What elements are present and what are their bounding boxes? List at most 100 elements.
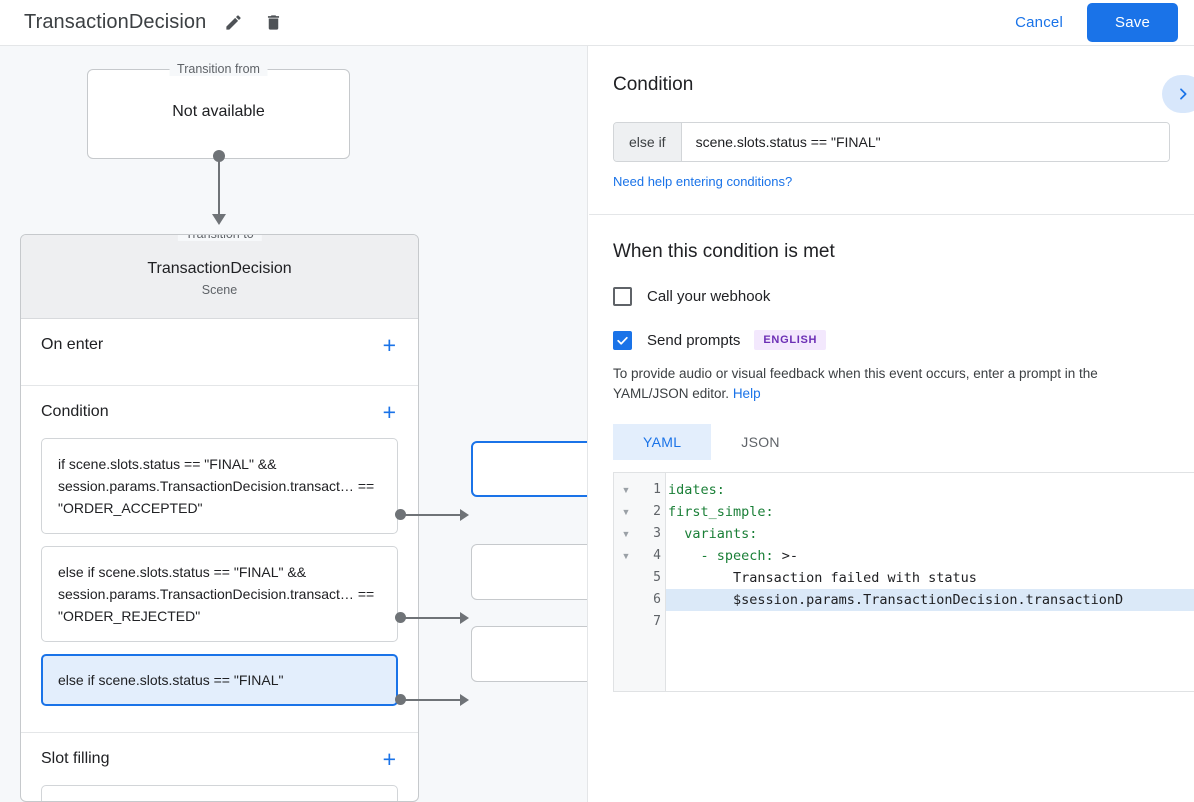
connector-arrow-2 (460, 612, 469, 624)
when-met-title: When this condition is met (613, 241, 835, 262)
connector-dot-3 (395, 694, 406, 705)
cancel-button[interactable]: Cancel (1001, 5, 1077, 40)
condition-help-link[interactable]: Need help entering conditions? (613, 174, 793, 189)
language-badge: ENGLISH (754, 330, 827, 350)
prompts-description-text: To provide audio or visual feedback when… (613, 366, 1098, 401)
condition-card-text: else if scene.slots.status == "FINAL" (58, 672, 284, 688)
transition-to-legend: Transition to (177, 235, 262, 241)
expand-panel-button[interactable] (1162, 75, 1194, 113)
connector-line-3 (404, 699, 462, 701)
fold-toggle-icon[interactable]: ▼ (621, 529, 631, 539)
tab-json[interactable]: JSON (741, 434, 780, 450)
scene-card-header: Transition to TransactionDecision Scene (21, 235, 418, 319)
transition-from-value: Not available (172, 103, 265, 120)
code-line-highlighted: $session.params.TransactionDecision.tran… (666, 589, 1194, 611)
page-title: TransactionDecision (24, 11, 207, 33)
prompts-help-link[interactable]: Help (732, 386, 761, 401)
code-token-rest: $session.params.TransactionDecision.tran… (668, 592, 1124, 608)
header-icon-group (222, 12, 284, 34)
add-slot-filling-button[interactable]: + (382, 745, 396, 772)
condition-top-section: Condition else if Need help entering con… (589, 46, 1194, 191)
add-on-enter-button[interactable]: + (382, 331, 396, 358)
line-number: 2 (653, 504, 661, 519)
code-token-rest: >- (773, 548, 799, 564)
chevron-right-icon (1180, 88, 1187, 100)
code-line: - speech: >- (666, 545, 1194, 567)
fold-toggle-spacer (614, 567, 638, 589)
target-node-1[interactable] (471, 441, 587, 497)
flow-arrow-line (218, 156, 220, 218)
app-header: TransactionDecision Cancel Save (0, 0, 1194, 46)
condition-input-row: else if (613, 122, 1170, 162)
header-actions: Cancel Save (1001, 3, 1178, 42)
condition-header: Condition + (41, 386, 398, 438)
condition-card-3-selected[interactable]: else if scene.slots.status == "FINAL" (41, 654, 398, 706)
pencil-icon[interactable] (222, 12, 244, 34)
send-prompts-label: Send prompts (647, 331, 741, 349)
line-number: 7 (653, 614, 661, 629)
flow-arrow-head (212, 214, 226, 225)
add-condition-button[interactable]: + (382, 398, 396, 425)
condition-prefix-label: else if (614, 123, 682, 161)
call-webhook-label: Call your webhook (647, 288, 771, 305)
condition-card-text: if scene.slots.status == "FINAL" && sess… (58, 456, 375, 516)
code-line: Transaction failed with status (666, 567, 1194, 589)
slot-filling-title: Slot filling (41, 750, 110, 767)
transition-from-box: Transition from Not available (87, 62, 350, 159)
fold-toggle-spacer (614, 611, 638, 633)
section-condition: Condition + if scene.slots.status == "FI… (21, 386, 418, 733)
condition-detail-panel: Condition else if Need help entering con… (589, 46, 1194, 802)
line-number: 6 (653, 592, 661, 607)
fold-toggle-icon[interactable]: ▼ (621, 551, 631, 561)
body-area: Transition from Not available Transition… (0, 46, 1194, 802)
scene-name: TransactionDecision (147, 260, 292, 277)
code-token-key: idates: (668, 482, 725, 498)
editor-format-tabs: YAML JSON (613, 424, 1170, 460)
code-token-key: first_simple: (668, 504, 774, 520)
connector-arrow-3 (460, 694, 469, 706)
when-condition-met-section: When this condition is met Call your web… (589, 215, 1194, 460)
send-prompts-checkbox[interactable] (613, 330, 632, 350)
condition-expression-input[interactable] (681, 123, 1169, 161)
scene-graph-canvas: Transition from Not available Transition… (0, 46, 588, 802)
slot-filling-header: Slot filling + (41, 733, 398, 785)
tab-yaml[interactable]: YAML (613, 424, 712, 460)
transition-from-legend: Transition from (169, 62, 268, 76)
code-token-key: variants: (668, 526, 758, 542)
fold-toggle-icon[interactable]: ▼ (621, 507, 631, 517)
slot-validation-card[interactable]: Slot validation (41, 785, 398, 801)
line-number: 3 (653, 526, 661, 541)
on-enter-header: On enter + (41, 319, 398, 371)
target-node-2[interactable] (471, 544, 587, 600)
editor-fold-column: ▼ ▼ ▼ ▼ (614, 473, 638, 691)
transition-to-scene-card: Transition to TransactionDecision Scene … (20, 234, 419, 802)
section-slot-filling: Slot filling + Slot validation (21, 733, 418, 801)
prompts-description: To provide audio or visual feedback when… (613, 364, 1170, 404)
yaml-code-editor[interactable]: ▼ ▼ ▼ ▼ 1 2 3 4 5 6 7 (613, 472, 1194, 692)
condition-card-1[interactable]: if scene.slots.status == "FINAL" && sess… (41, 438, 398, 534)
panel-divider (589, 214, 1194, 215)
send-prompts-row: Send prompts ENGLISH (613, 330, 1170, 350)
code-line (666, 611, 1194, 633)
code-token-rest: Transaction failed with status (668, 570, 977, 586)
panel-title: Condition (613, 74, 694, 95)
line-number: 5 (653, 570, 661, 585)
editor-code-area[interactable]: idates: first_simple: variants: - speech… (666, 473, 1194, 691)
connector-dot-2 (395, 612, 406, 623)
trash-icon[interactable] (262, 12, 284, 34)
condition-title: Condition (41, 403, 109, 420)
code-token-key: - speech: (668, 548, 774, 564)
condition-card-2[interactable]: else if scene.slots.status == "FINAL" &&… (41, 546, 398, 642)
fold-toggle-spacer (614, 589, 638, 611)
connector-arrow-1 (460, 509, 469, 521)
target-node-3[interactable] (471, 626, 587, 682)
call-webhook-checkbox[interactable] (613, 287, 632, 306)
connector-line-2 (404, 617, 462, 619)
on-enter-title: On enter (41, 336, 104, 353)
condition-card-text: else if scene.slots.status == "FINAL" &&… (58, 564, 375, 624)
save-button[interactable]: Save (1087, 3, 1178, 42)
code-line: first_simple: (666, 501, 1194, 523)
connector-line-1 (404, 514, 462, 516)
fold-toggle-icon[interactable]: ▼ (621, 485, 631, 495)
code-line: idates: (666, 479, 1194, 501)
